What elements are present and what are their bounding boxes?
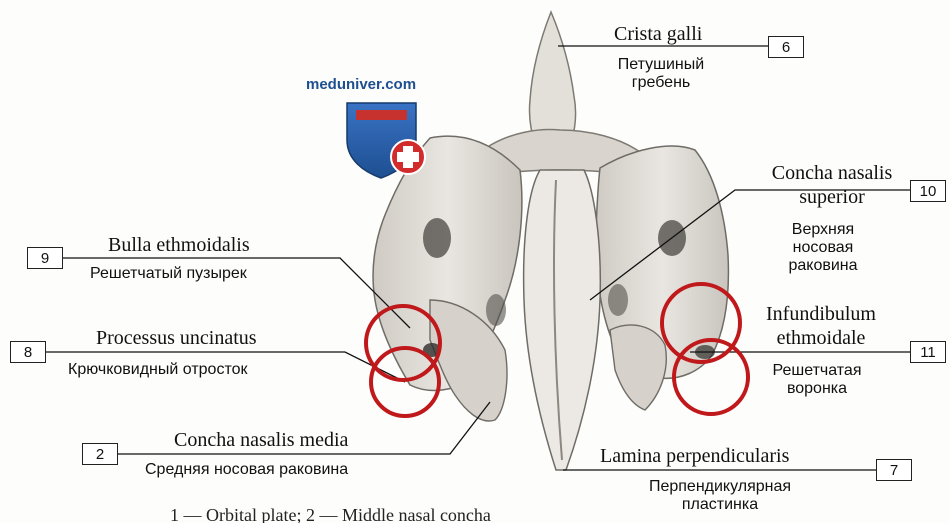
- label-latin-concha-media: Concha nasalis media: [174, 430, 348, 450]
- right-lower-concha-shape: [610, 325, 666, 410]
- label-number-2: 2: [82, 443, 118, 465]
- perpendicular-plate-shape: [524, 170, 601, 470]
- label-number-10: 10: [910, 180, 946, 202]
- label-number-7: 7: [876, 459, 912, 481]
- label-russian-bulla-ethmoidalis: Решетчатый пузырек: [90, 265, 247, 283]
- label-latin-concha-superior: Concha nasalis superior: [752, 162, 912, 209]
- label-number-11: 11: [910, 341, 946, 363]
- label-russian-processus-uncinatus: Крючковидный отросток: [68, 361, 248, 379]
- shadow-pocket: [423, 218, 451, 258]
- meduniver-shield-icon: [347, 103, 425, 178]
- label-number-8: 8: [10, 341, 46, 363]
- label-latin-lamina-perpendicularis: Lamina perpendicularis: [600, 446, 789, 466]
- site-logo-text: meduniver.com: [306, 76, 416, 93]
- label-latin-crista-galli: Crista galli: [614, 24, 702, 44]
- label-russian-infundibulum: Решетчатая воронка: [762, 362, 872, 398]
- label-russian-concha-media: Средняя носовая раковина: [145, 461, 348, 479]
- label-latin-bulla-ethmoidalis: Bulla ethmoidalis: [108, 235, 250, 255]
- shadow-pocket: [486, 294, 506, 326]
- label-russian-lamina-perpendicularis: Перпендикулярная пластинка: [610, 478, 830, 514]
- label-latin-processus-uncinatus: Processus uncinatus: [96, 328, 257, 348]
- shadow-pocket: [608, 284, 628, 316]
- label-number-6: 6: [768, 36, 804, 58]
- label-latin-infundibulum: Infundibulum ethmoidale: [746, 302, 896, 350]
- label-russian-crista-galli: Петушиный гребень: [601, 56, 721, 92]
- label-russian-concha-superior: Верхняя носовая раковина: [768, 221, 878, 275]
- label-number-9: 9: [27, 247, 63, 269]
- figure-caption: 1 — Orbital plate; 2 — Middle nasal conc…: [170, 505, 491, 523]
